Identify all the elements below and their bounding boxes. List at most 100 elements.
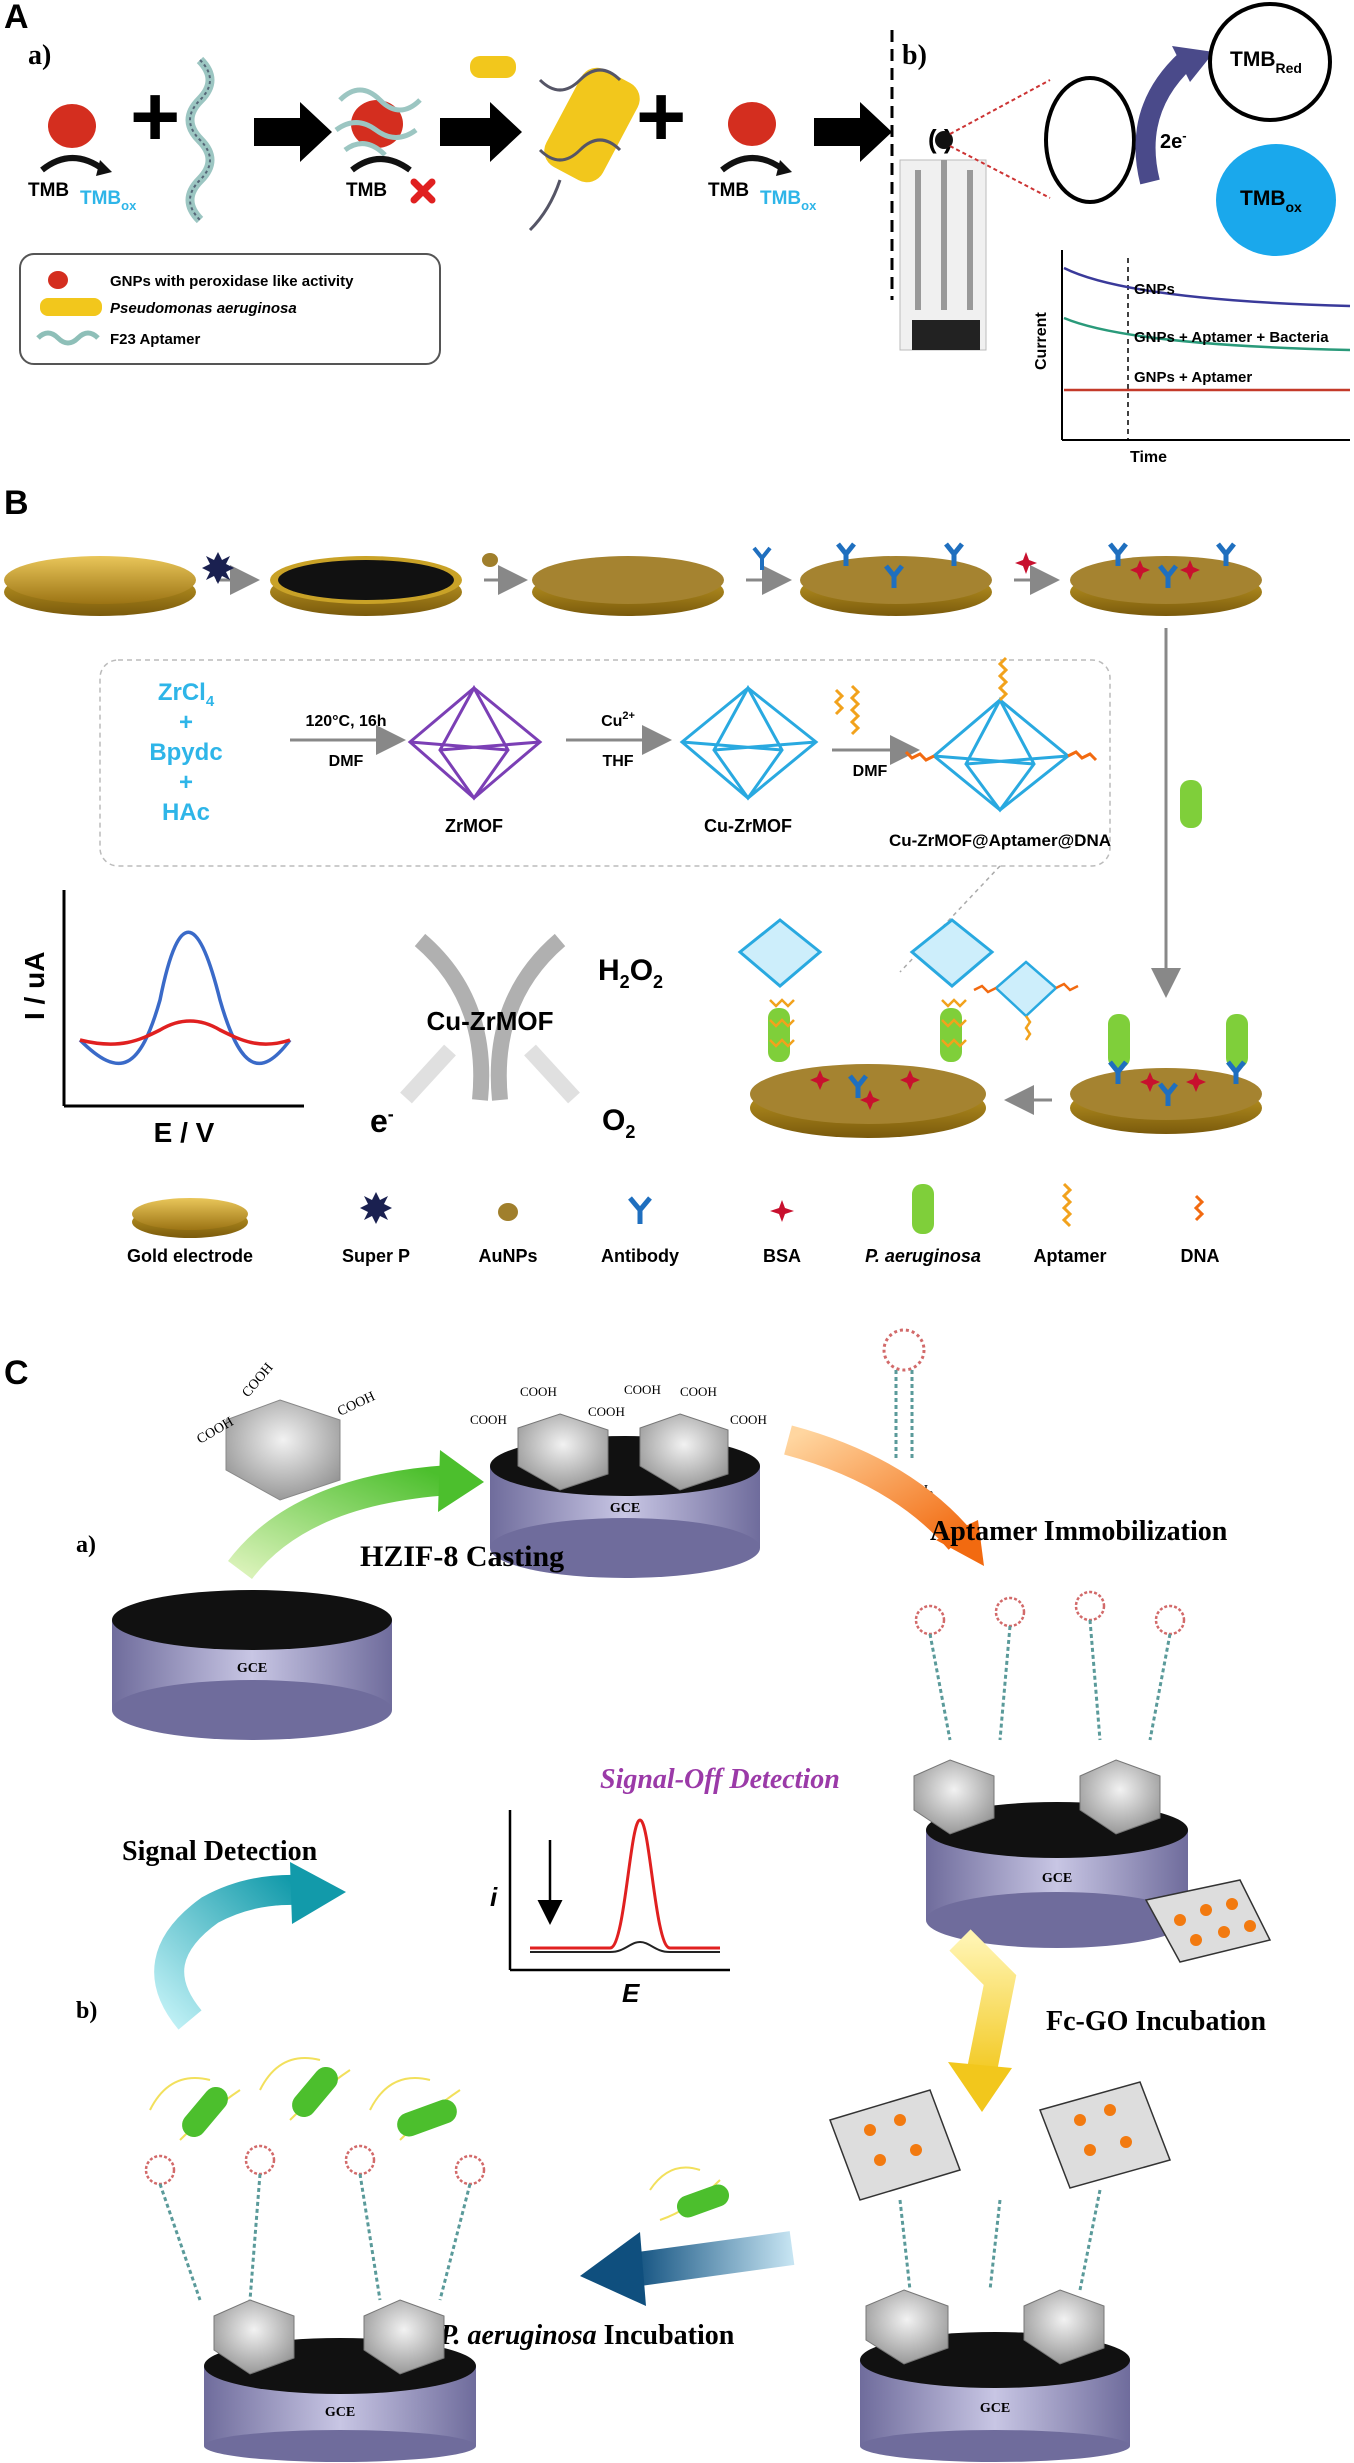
signal-ylabel: i bbox=[490, 1882, 498, 1912]
panel-c-letter: C bbox=[4, 1354, 29, 1392]
pa-incubation-label: P. aeruginosa Incubation bbox=[439, 2320, 735, 2351]
curve-gnps bbox=[1063, 266, 1351, 308]
red-peak-curve bbox=[79, 1019, 291, 1046]
disk-antibody bbox=[800, 542, 992, 616]
gnp-particle-icon bbox=[48, 104, 96, 148]
blue-peak-curve bbox=[78, 930, 292, 1066]
svg-text:Gold electrode: Gold electrode bbox=[127, 1246, 253, 1266]
red-signal-curve bbox=[530, 1818, 720, 1950]
bacteria-aptamer-complex bbox=[470, 56, 640, 232]
redox-arrow-icon bbox=[1135, 52, 1193, 185]
electron-label: 2e- bbox=[1160, 128, 1187, 153]
cross-icon bbox=[410, 178, 436, 204]
catalytic-cycle: Cu-ZrMOF H2O2 O2 e- bbox=[370, 933, 663, 1142]
svg-text:TMB: TMB bbox=[708, 180, 749, 201]
signal-off-graph: i E bbox=[490, 1810, 730, 2008]
panel-a: A a) TMB TMBox + TMB + bbox=[4, 0, 1351, 466]
arrow-icon bbox=[814, 102, 892, 162]
svg-text:ZrCl4: ZrCl4 bbox=[158, 679, 215, 710]
tmb-label: TMB bbox=[28, 180, 69, 201]
gce-aptamer-modified: GCE bbox=[913, 1590, 1188, 1948]
graph-xlabel: Time bbox=[1130, 449, 1167, 466]
gnp-tmb-unit-2: TMB TMBox bbox=[708, 102, 817, 213]
disk-black bbox=[270, 556, 462, 616]
synthesis-box bbox=[99, 659, 1111, 867]
cu-zrmof-aptamer-dna-icon bbox=[904, 656, 1098, 813]
disk-gold-1 bbox=[4, 556, 196, 616]
panel-b-letter: B bbox=[4, 484, 29, 522]
svg-text:COOH: COOH bbox=[730, 1412, 767, 1427]
graph-ylabel: Current bbox=[1033, 312, 1050, 370]
yellow-arrow-icon bbox=[949, 1929, 1017, 2083]
aunp-icon bbox=[482, 553, 498, 567]
svg-text:Aptamer: Aptamer bbox=[1033, 1246, 1106, 1266]
panel-b-legend: Gold electrode Super P AuNPs Antibody BS… bbox=[127, 1182, 1220, 1266]
o2-label: O2 bbox=[602, 1104, 635, 1142]
gce-electrode-top: GCE COOH COOH COOH COOH COOH COOH bbox=[470, 1382, 767, 1578]
svg-text:b): b) bbox=[902, 40, 927, 71]
panel-c: C COOH COOH COOH GCE COOH COOH COOH COOH… bbox=[4, 1328, 1272, 2462]
arrow-icon bbox=[440, 102, 522, 162]
curved-arrow-icon bbox=[40, 155, 106, 173]
signal-detection-label: Signal Detection bbox=[122, 1836, 318, 1867]
svg-text:+: + bbox=[179, 709, 193, 736]
svg-text:COOH: COOH bbox=[470, 1412, 507, 1427]
zrmof-octahedron-icon bbox=[407, 684, 543, 801]
tmb-red-circle bbox=[1208, 2, 1332, 122]
cu-zrmof-octahedron-icon bbox=[679, 684, 819, 801]
hzif-particle: COOH COOH COOH bbox=[195, 1361, 378, 1501]
teal-arrow-icon bbox=[154, 1874, 301, 2030]
panel-c-sub-a: a) bbox=[76, 1532, 96, 1558]
svg-text:COOH: COOH bbox=[335, 1389, 377, 1419]
svg-text:DMF: DMF bbox=[329, 753, 364, 770]
dpv-ylabel: I / uA bbox=[19, 952, 50, 1020]
gnp-tmb-unit-1: TMB TMBox bbox=[28, 104, 137, 213]
gce-fc-go: GCE bbox=[829, 2081, 1171, 2462]
svg-text:TMB: TMB bbox=[346, 180, 387, 201]
h2o2-label: H2O2 bbox=[598, 954, 663, 992]
super-p-icon bbox=[202, 552, 234, 584]
svg-text:ZrMOF: ZrMOF bbox=[445, 816, 503, 836]
bacteria-icon bbox=[1180, 780, 1202, 828]
svg-text:Cu-ZrMOF: Cu-ZrMOF bbox=[704, 816, 792, 836]
gnp-aptamer-complex: TMB bbox=[334, 87, 436, 204]
screen-printed-electrode: ( ) bbox=[899, 79, 1051, 351]
svg-text:GCE: GCE bbox=[1042, 1871, 1072, 1886]
svg-text:+: + bbox=[179, 769, 193, 796]
disk-bsa bbox=[1070, 542, 1262, 616]
svg-text:GNPs + Aptamer: GNPs + Aptamer bbox=[1134, 369, 1252, 386]
plus-icon: + bbox=[130, 69, 180, 165]
svg-text:HAc: HAc bbox=[162, 799, 210, 826]
svg-text:COOH: COOH bbox=[624, 1382, 661, 1397]
svg-text:GCE: GCE bbox=[237, 1661, 267, 1676]
panel-c-sub-b: b) bbox=[76, 1998, 97, 2024]
orange-arrow-icon bbox=[784, 1425, 972, 1550]
panel-a-sub-a: a) bbox=[28, 40, 51, 71]
dpv-graph: I / uA E / V bbox=[19, 890, 304, 1148]
svg-text:BSA: BSA bbox=[763, 1246, 801, 1266]
panel-a-letter: A bbox=[4, 0, 29, 36]
panel-a-legend: GNPs with peroxidase like activity Pseud… bbox=[19, 253, 441, 365]
tmb-ox-circle bbox=[1216, 144, 1336, 256]
arrow-icon bbox=[254, 102, 332, 162]
gce-bacteria-captured: GCE bbox=[144, 2057, 486, 2462]
svg-text:TMBox: TMBox bbox=[760, 188, 817, 213]
svg-text:GNPs: GNPs bbox=[1134, 281, 1175, 298]
dpv-xlabel: E / V bbox=[154, 1117, 215, 1148]
disk-sandwich bbox=[737, 918, 995, 1138]
disk-aunp bbox=[532, 556, 724, 616]
svg-text:P. aeruginosa: P. aeruginosa bbox=[865, 1246, 981, 1266]
aptamer-immobilization-label: Aptamer Immobilization bbox=[930, 1516, 1228, 1547]
svg-text:GCE: GCE bbox=[325, 2405, 355, 2420]
electron-label: e- bbox=[370, 1103, 394, 1139]
bsa-icon bbox=[1015, 552, 1037, 574]
fc-go-label: Fc-GO Incubation bbox=[1046, 2006, 1267, 2037]
pseudomonas-icon bbox=[544, 67, 640, 183]
antibody-icon bbox=[752, 546, 772, 570]
svg-text:COOH: COOH bbox=[588, 1404, 625, 1419]
disk-bacteria-bound bbox=[1070, 1014, 1262, 1134]
electrode-surface-icon bbox=[1044, 76, 1136, 204]
tmb-red-label: TMBRed bbox=[1230, 48, 1302, 76]
signal-xlabel: E bbox=[622, 1978, 640, 2008]
